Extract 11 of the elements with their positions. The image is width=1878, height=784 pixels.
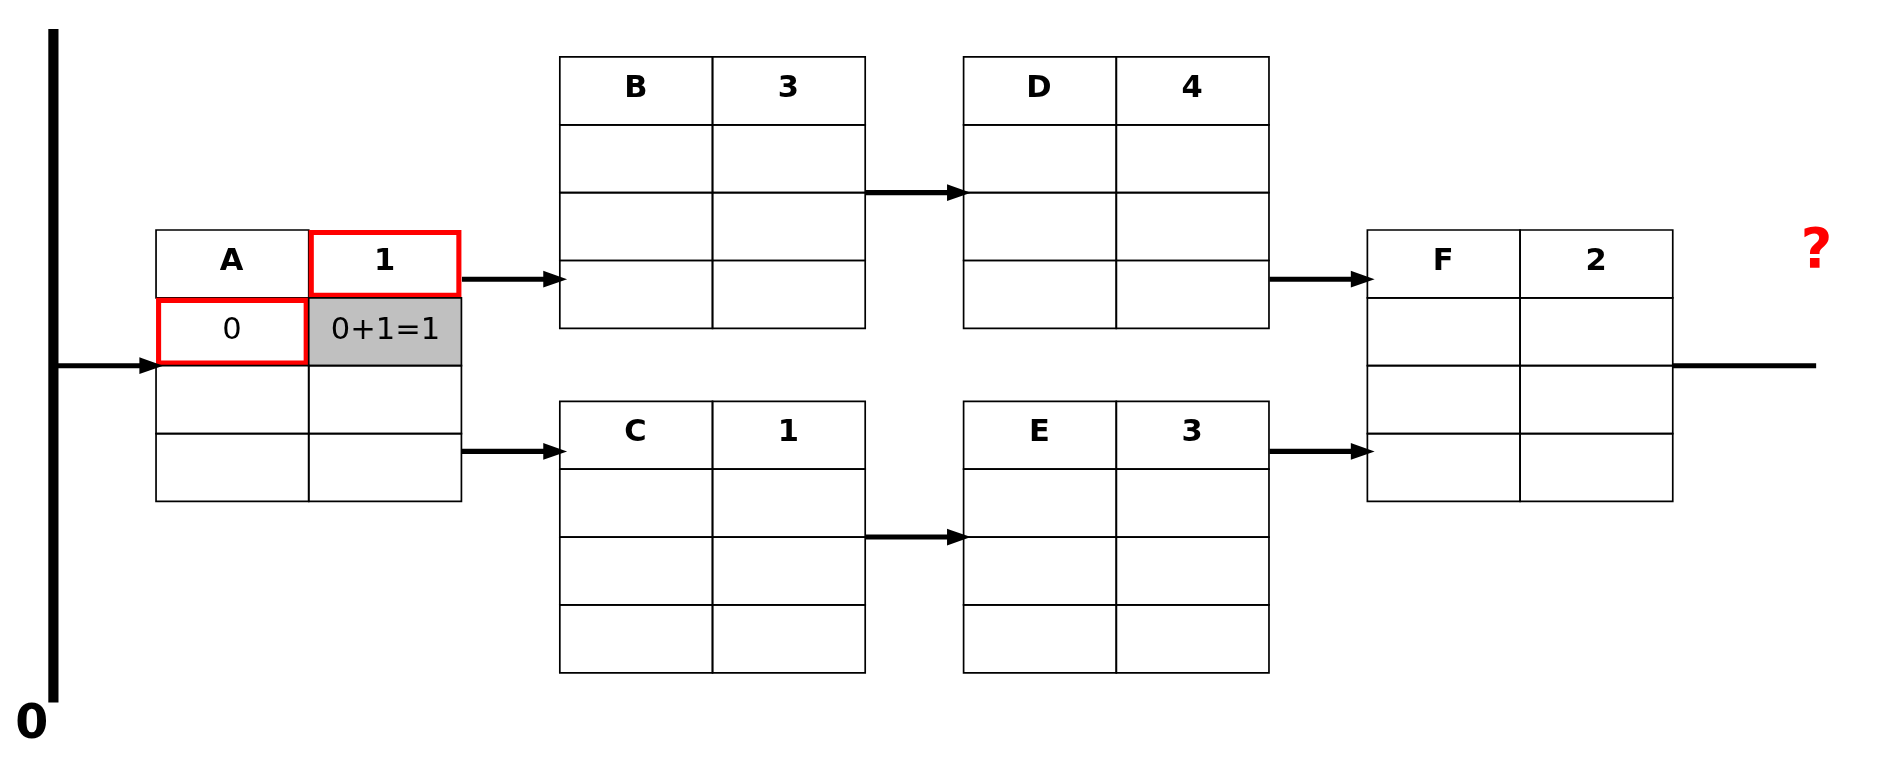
arrow bbox=[1269, 270, 1375, 288]
node-bar bbox=[48, 28, 59, 703]
arrow bbox=[461, 270, 568, 288]
label: ? bbox=[1800, 217, 1833, 281]
arrow bbox=[1269, 443, 1375, 460]
arrow bbox=[57, 357, 164, 375]
arrow bbox=[865, 528, 971, 546]
arrow bbox=[461, 443, 568, 460]
node-label: 0 bbox=[15, 693, 49, 749]
connector bbox=[1672, 363, 1817, 369]
arrow bbox=[865, 184, 971, 201]
